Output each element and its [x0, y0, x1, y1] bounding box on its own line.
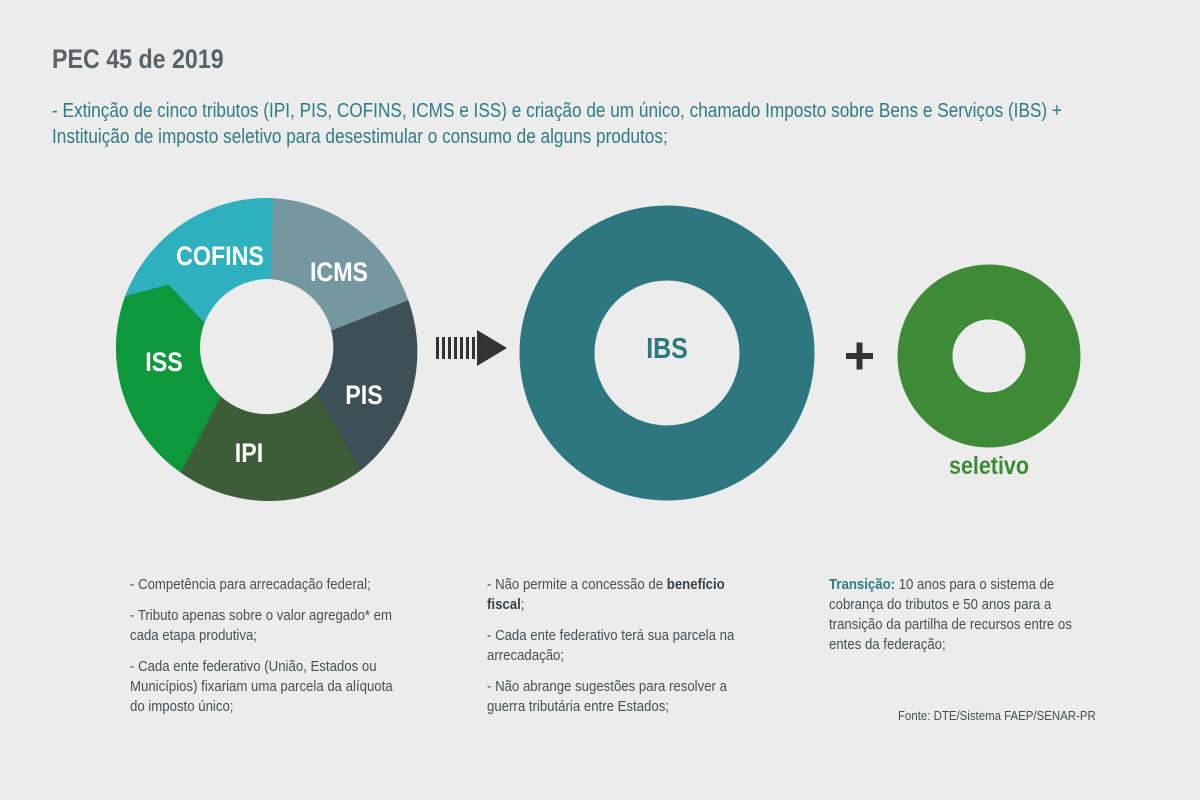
plus-icon	[846, 342, 873, 370]
source-credit: Fonte: DTE/Sistema FAEP/SENAR-PR	[898, 708, 1096, 723]
note-item: - Cada ente federativo (União, Estados o…	[130, 658, 393, 715]
tax-cycle: COFINS ICMS PIS IPI ISS	[115, 197, 418, 501]
note-item: - Tributo apenas sobre o valor agregado*…	[130, 607, 392, 644]
seletivo-label: seletivo	[949, 451, 1029, 479]
note-bold: benefício fiscal	[487, 576, 725, 613]
note-item: - Cada ente federativo terá sua parcela …	[487, 627, 735, 664]
seletivo-donut	[897, 264, 1081, 448]
transition-text: 10 anos para o sistema de cobrança do tr…	[829, 576, 1072, 653]
cycle-segment-iss	[115, 284, 221, 473]
cycle-label-ipi: IPI	[235, 438, 263, 468]
cycle-segment-ipi	[180, 392, 361, 501]
ibs-label: IBS	[646, 332, 688, 364]
note-text: ;	[520, 596, 525, 613]
note-item: - Não permite a concessão de benefício f…	[487, 575, 742, 615]
page-title: PEC 45 de 2019	[52, 44, 224, 74]
page-subtitle: - Extinção de cinco tributos (IPI, PIS, …	[52, 100, 1062, 148]
cycle-label-pis: PIS	[345, 380, 382, 410]
note-item: Transição: 10 anos para o sistema de cob…	[829, 575, 1084, 655]
cycle-segment-pis	[316, 300, 418, 471]
notes-column-1: - Competência para arrecadação federal; …	[130, 575, 394, 728]
note-text: - Não permite a concessão de	[487, 576, 667, 593]
cycle-label-cofins: COFINS	[176, 241, 264, 271]
transition-label: Transição:	[829, 576, 896, 593]
cycle-segment-icms	[270, 198, 409, 337]
ibs-donut	[519, 205, 815, 501]
note-item: - Competência para arrecadação federal;	[130, 576, 371, 593]
dashed-arrow-right-icon	[436, 330, 507, 366]
cycle-label-iss: ISS	[145, 347, 182, 377]
notes-column-3: Transição: 10 anos para o sistema de cob…	[829, 575, 1084, 666]
cycle-label-icms: ICMS	[310, 257, 368, 287]
note-item: - Não abrange sugestões para resolver a …	[487, 678, 727, 715]
notes-column-2: - Não permite a concessão de benefício f…	[487, 575, 742, 728]
